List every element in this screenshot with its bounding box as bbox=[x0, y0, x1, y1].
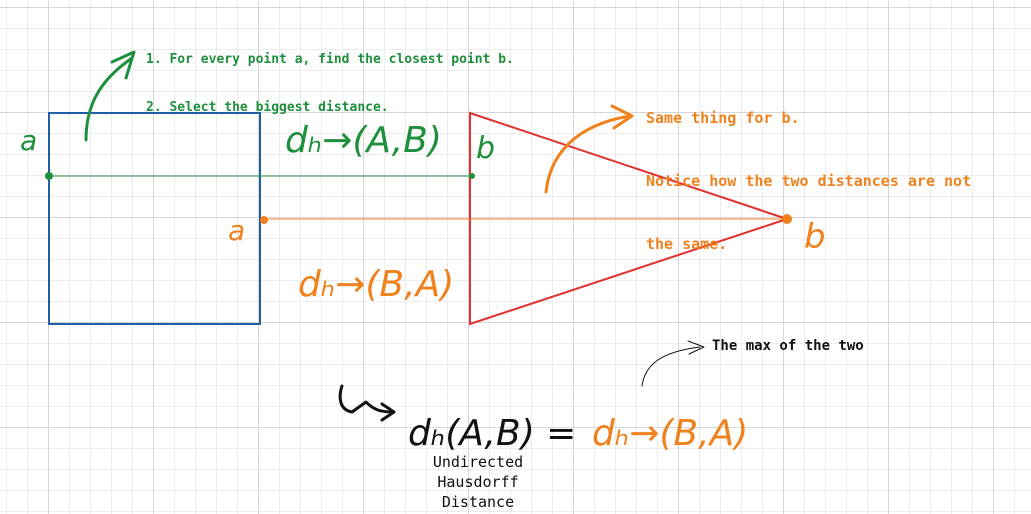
arrow-orange-head bbox=[610, 104, 634, 130]
arrow-black bbox=[641, 346, 701, 387]
orange-note-line-3: the same. bbox=[646, 235, 728, 253]
orange-note-line-2: Notice how the two distances are not bbox=[646, 172, 972, 190]
caption-line-3: Distance bbox=[441, 493, 515, 511]
label-b-orange: b bbox=[804, 217, 826, 257]
arrow-green-head bbox=[110, 50, 136, 80]
hook-arrow bbox=[338, 384, 394, 414]
hook-arrow-head bbox=[380, 402, 396, 422]
label-a-green: a bbox=[20, 124, 37, 157]
orange-note: Same thing for b. Notice how the two dis… bbox=[646, 66, 971, 276]
green-step-2: 2. Select the biggest distance. bbox=[146, 100, 389, 115]
caption-line-2: Hausdorff bbox=[437, 473, 519, 491]
arrow-black-head bbox=[687, 340, 705, 355]
label-a-orange: a bbox=[228, 214, 245, 247]
point-a-green bbox=[45, 172, 53, 180]
arrow-orange bbox=[544, 114, 632, 194]
formula-final-left: dₕ(A,B) = bbox=[408, 413, 576, 454]
green-step-1: 1. For every point a, find the closest p… bbox=[146, 52, 514, 67]
formula-final-right: dₕ→(B,A) bbox=[592, 413, 748, 454]
point-b-green bbox=[469, 173, 475, 179]
formula-directed-ba: dₕ→(B,A) bbox=[298, 264, 454, 305]
label-b-green: b bbox=[476, 131, 495, 166]
green-steps-note: 1. For every point a, find the closest p… bbox=[146, 20, 514, 132]
caption: Undirected Hausdorff Distance bbox=[420, 452, 536, 512]
square-a bbox=[48, 112, 261, 325]
max-note: The max of the two bbox=[712, 338, 864, 354]
formula-directed-ab: dₕ→(A,B) bbox=[285, 120, 442, 161]
caption-line-1: Undirected bbox=[432, 453, 524, 471]
point-a-orange bbox=[260, 216, 268, 224]
point-b-orange bbox=[782, 214, 792, 224]
arrow-green bbox=[84, 56, 134, 142]
orange-note-line-1: Same thing for b. bbox=[646, 109, 800, 127]
